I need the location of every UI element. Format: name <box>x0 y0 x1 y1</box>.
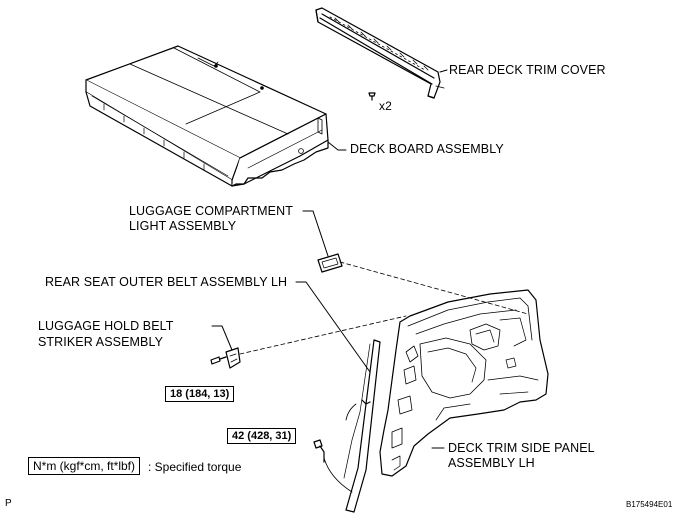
belt-striker-part <box>210 347 241 369</box>
leader-lines <box>211 69 448 449</box>
luggage-light-part <box>317 253 343 273</box>
label-luggage-hold-line1: LUGGAGE HOLD BELT <box>38 319 174 333</box>
torque-striker-box: 18 (184, 13) <box>165 386 235 402</box>
legend-unit-box: N*m (kgf*cm, ft*lbf) <box>28 457 141 475</box>
label-deck-trim-side-line1: DECK TRIM SIDE PANEL <box>448 441 595 455</box>
page-mark: P <box>5 498 12 509</box>
label-x2: x2 <box>379 99 392 113</box>
rear-deck-trim-cover-part <box>315 7 445 99</box>
clip-part <box>368 92 376 101</box>
label-rear-seat-belt: REAR SEAT OUTER BELT ASSEMBLY LH <box>45 275 288 289</box>
label-luggage-hold-line2: STRIKER ASSEMBLY <box>38 335 164 349</box>
label-luggage-light-line2: LIGHT ASSEMBLY <box>129 219 237 233</box>
deck-trim-side-panel-part <box>379 289 549 477</box>
deck-board-part <box>85 45 329 187</box>
figure-id: B175494E01 <box>626 500 673 509</box>
rear-seat-belt-part <box>313 339 381 513</box>
legend-text: : Specified torque <box>148 460 242 474</box>
label-deck-trim-side-line2: ASSEMBLY LH <box>448 456 535 470</box>
label-rear-deck-trim-cover: REAR DECK TRIM COVER <box>449 63 606 77</box>
label-luggage-light-line1: LUGGAGE COMPARTMENT <box>129 204 293 218</box>
alignment-lines <box>239 261 529 355</box>
torque-belt-box: 42 (428, 31) <box>227 428 297 444</box>
label-deck-board-assembly: DECK BOARD ASSEMBLY <box>350 142 504 156</box>
